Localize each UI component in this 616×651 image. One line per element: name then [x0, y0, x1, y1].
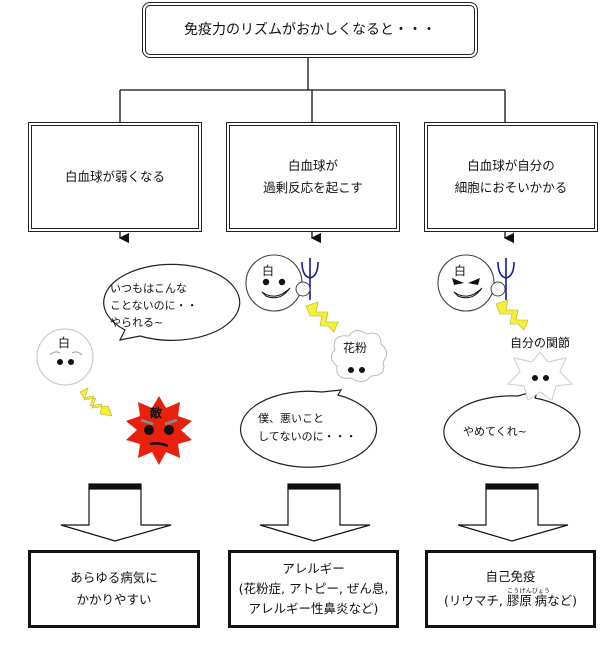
speech-text-1: いつもはこんなことないのに・・やられる~ — [110, 282, 198, 329]
result-text: (花粉症, アトピー, ぜん息, — [238, 581, 389, 596]
enemy-germ-icon — [126, 396, 192, 465]
white-cell-attacking-icon — [245, 254, 319, 312]
cell-label: 白 — [262, 264, 275, 278]
white-cell-angry-icon — [437, 254, 515, 312]
joint-label: 自分の関節 — [510, 336, 571, 350]
root-title: 免疫力のリズムがおかしくなると・・・ — [184, 22, 436, 38]
block-arrow-1 — [60, 483, 172, 542]
result-text: あらゆる病気に — [70, 570, 158, 585]
cause-text: 白血球が弱くなる — [64, 169, 165, 184]
block-arrow-3 — [457, 483, 569, 542]
enemy-label: 敵 — [150, 406, 163, 420]
cause-box-1: 白血球が弱くなる — [28, 122, 202, 232]
result-text: かかりやすい — [76, 592, 152, 607]
lightning-icon — [495, 299, 529, 331]
speech-bubble-2 — [239, 389, 378, 468]
result-text: (リウマチ, 膠原こうげん病びょうなど) — [444, 588, 577, 608]
cell-label: 白 — [454, 264, 467, 278]
root-box: 免疫力のリズムがおかしくなると・・・ — [142, 2, 478, 58]
cause-text: 細胞におそいかかる — [454, 180, 568, 195]
result-box-1: あらゆる病気に かかりやすい — [28, 550, 200, 628]
lightning-icon — [79, 387, 113, 417]
pollen-label: 花粉 — [343, 341, 368, 355]
speech-text-3: やめてくれ~ — [463, 425, 527, 438]
speech-text-2: 僕、悪いことしてないのに・・・ — [258, 412, 357, 443]
cause-text: 白血球が自分の — [467, 158, 555, 173]
result-box-2: アレルギー (花粉症, アトピー, ぜん息, アレルギー性鼻炎など) — [228, 550, 399, 628]
result-box-3: 自己免疫 (リウマチ, 膠原こうげん病びょうなど) — [425, 550, 596, 628]
white-cell-weak-icon — [36, 328, 94, 386]
cause-box-2: 白血球が 過剰反応を起こす — [226, 122, 400, 232]
cause-text: 白血球が — [287, 158, 338, 173]
block-arrow-2 — [259, 483, 371, 542]
result-title: 自己免疫 — [485, 569, 536, 584]
speech-bubble-1 — [103, 263, 241, 341]
cell-label: 白 — [58, 336, 71, 350]
result-text: アレルギー性鼻炎など) — [248, 601, 379, 616]
cause-text: 過剰反応を起こす — [263, 180, 363, 195]
lightning-icon — [305, 301, 339, 333]
speech-bubble-3 — [443, 389, 581, 469]
result-text: アレルギー — [282, 561, 345, 576]
cause-box-3: 白血球が自分の 細胞におそいかかる — [424, 122, 598, 232]
joint-cell-icon — [506, 351, 574, 401]
pollen-icon — [331, 330, 387, 382]
